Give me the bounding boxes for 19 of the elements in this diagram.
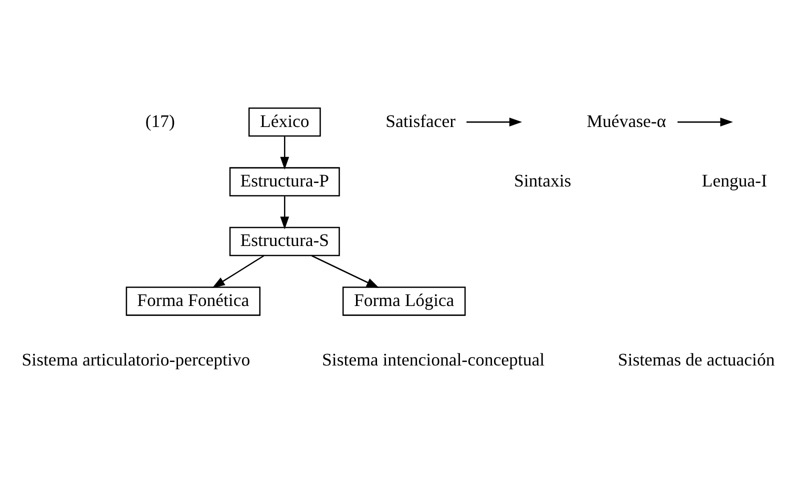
label: Sintaxis — [514, 170, 572, 190]
arrow — [280, 196, 290, 230]
arrow — [311, 255, 380, 288]
node-text: Satisfacer — [386, 110, 456, 131]
arrow — [466, 118, 522, 126]
arrow — [678, 118, 733, 126]
node-box: Forma Lógica — [342, 286, 466, 316]
node-box: Forma Fonética — [126, 286, 260, 316]
arrow — [280, 136, 290, 170]
node-box: Léxico — [248, 107, 321, 137]
arrow — [212, 255, 264, 288]
label: Sistema intencional-conceptual — [322, 350, 545, 370]
label: Sistemas de actuación — [618, 350, 775, 370]
node-box: Estructura-P — [229, 167, 340, 196]
node-box: Estructura-S — [229, 226, 340, 256]
label: (17) — [145, 110, 175, 131]
label: Lengua-I — [702, 170, 768, 190]
node-text: Muévase-α — [586, 110, 666, 131]
label: Sistema articulatorio-perceptivo — [22, 350, 250, 370]
